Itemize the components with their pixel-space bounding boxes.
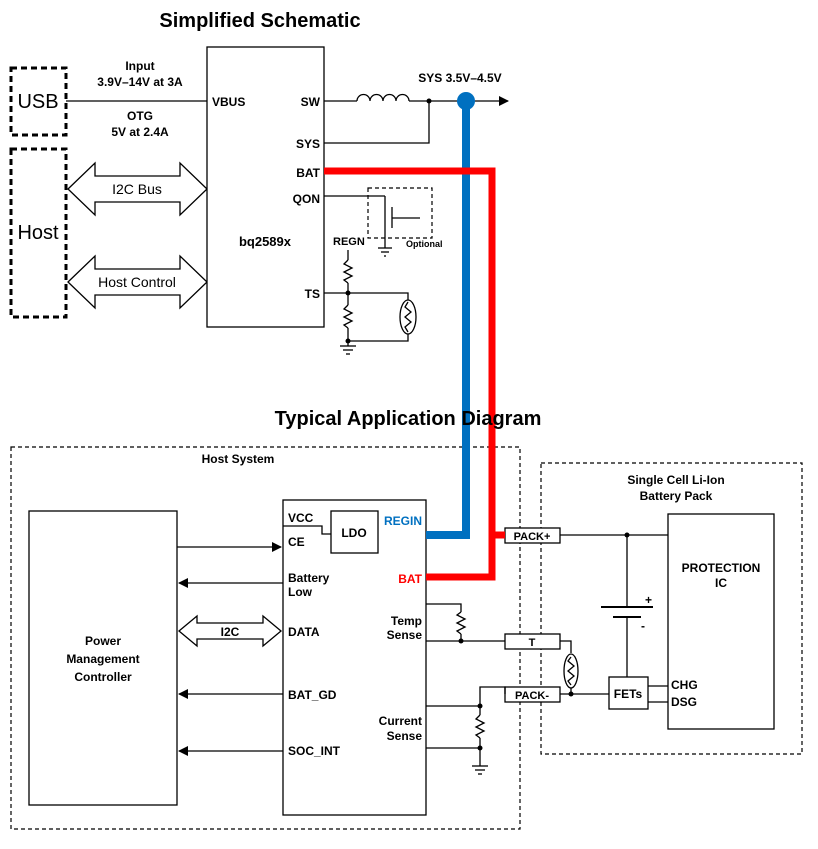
schematic-title: Simplified Schematic bbox=[159, 10, 360, 32]
pin-bat: BAT bbox=[398, 572, 422, 586]
power-management-controller bbox=[28, 510, 178, 806]
chg-label: CHG bbox=[671, 678, 698, 692]
battery-pack-label-1: Single Cell Li-Ion bbox=[627, 473, 724, 487]
pin-ts: TS bbox=[305, 287, 320, 301]
cell-plus: + bbox=[645, 593, 652, 607]
ldo-box bbox=[330, 510, 379, 554]
pack-thermistor bbox=[563, 653, 579, 689]
input-label: Input bbox=[125, 59, 154, 73]
fets-label: FETs bbox=[614, 687, 643, 701]
temp-resistor bbox=[455, 611, 467, 635]
fets-box bbox=[608, 676, 649, 710]
usb-label: USB bbox=[17, 91, 58, 113]
pmc-label-1: Power bbox=[85, 634, 121, 648]
pack-minus-node bbox=[568, 691, 574, 697]
usb-box bbox=[9, 66, 68, 137]
regin-highlight-wire bbox=[426, 101, 470, 539]
pin-bat: BAT bbox=[296, 166, 320, 180]
protection-label-1: PROTECTION bbox=[682, 561, 761, 575]
i2c-bus-label: I2C Bus bbox=[112, 181, 162, 197]
optional-label: Optional bbox=[406, 239, 443, 249]
pin-regin: REGIN bbox=[384, 514, 422, 528]
pin-battery-low-1: Battery bbox=[288, 571, 330, 585]
pin-soc-int: SOC_INT bbox=[288, 744, 341, 758]
pack-thermistor-element bbox=[566, 656, 576, 686]
pack-t-label: T bbox=[529, 637, 536, 649]
otg-spec: 5V at 2.4A bbox=[111, 125, 169, 139]
pin-ce: CE bbox=[288, 535, 305, 549]
pin-bat-gd: BAT_GD bbox=[288, 688, 337, 702]
battery-pack-label-2: Battery Pack bbox=[640, 489, 713, 503]
current-node bbox=[477, 703, 483, 709]
dsg-label: DSG bbox=[671, 695, 697, 709]
battery-pack-box bbox=[540, 462, 803, 755]
regn-label: REGN bbox=[333, 236, 365, 248]
temp-node bbox=[458, 638, 464, 644]
cell-minus: - bbox=[641, 619, 645, 633]
ts-pullup-resistor bbox=[342, 259, 354, 284]
i2c-label: I2C bbox=[221, 625, 240, 639]
thermistor bbox=[399, 299, 417, 335]
pin-data: DATA bbox=[288, 625, 320, 639]
protection-ic bbox=[667, 513, 775, 730]
ldo-label: LDO bbox=[341, 526, 366, 540]
pin-sys: SYS bbox=[296, 137, 320, 151]
pin-vbus: VBUS bbox=[212, 95, 245, 109]
otg-label: OTG bbox=[127, 109, 153, 123]
pin-current-sense-2: Sense bbox=[387, 729, 423, 743]
pin-sw: SW bbox=[301, 95, 321, 109]
pack-minus-label: PACK- bbox=[515, 690, 549, 702]
thermistor-top-wire bbox=[348, 292, 409, 300]
pin-current-sense-1: Current bbox=[379, 714, 422, 728]
host-box bbox=[9, 147, 68, 319]
vcc-wire bbox=[283, 525, 331, 535]
sys-output-label: SYS 3.5V–4.5V bbox=[418, 71, 501, 85]
host-control-label: Host Control bbox=[98, 274, 176, 290]
bat-highlight-wire bbox=[324, 167, 496, 581]
current-sense-resistor bbox=[474, 714, 486, 739]
pin-vcc: VCC bbox=[288, 511, 314, 525]
pack-plus-label: PACK+ bbox=[514, 531, 551, 543]
input-spec: 3.9V–14V at 3A bbox=[97, 75, 183, 89]
inductor bbox=[356, 93, 410, 102]
pmc-label-2: Management bbox=[66, 652, 139, 666]
pin-temp-sense-2: Sense bbox=[387, 628, 423, 642]
application-title: Typical Application Diagram bbox=[275, 408, 542, 430]
chip-label: bq2589x bbox=[239, 234, 292, 249]
pin-qon: QON bbox=[293, 192, 320, 206]
pin-battery-low-2: Low bbox=[288, 585, 313, 599]
protection-label-2: IC bbox=[715, 576, 727, 590]
pin-temp-sense-1: Temp bbox=[391, 614, 422, 628]
pack-minus-host-wire-top bbox=[479, 686, 506, 694]
pmc-label-3: Controller bbox=[74, 670, 132, 684]
chip-box bbox=[206, 46, 325, 328]
sys-pin-wire bbox=[324, 101, 430, 144]
optional-box bbox=[367, 187, 433, 239]
host-system-label: Host System bbox=[202, 452, 275, 466]
pack-thermistor-top bbox=[560, 640, 572, 653]
thermistor-element bbox=[403, 301, 413, 333]
thermistor-bottom-wire bbox=[348, 334, 409, 342]
ts-pulldown-resistor bbox=[342, 304, 354, 329]
host-label: Host bbox=[17, 222, 59, 244]
current-node-2 bbox=[477, 745, 483, 751]
sys-highlight-node bbox=[457, 92, 475, 110]
temp-pullup-wire bbox=[426, 603, 462, 612]
i2c-arrow bbox=[177, 614, 283, 648]
